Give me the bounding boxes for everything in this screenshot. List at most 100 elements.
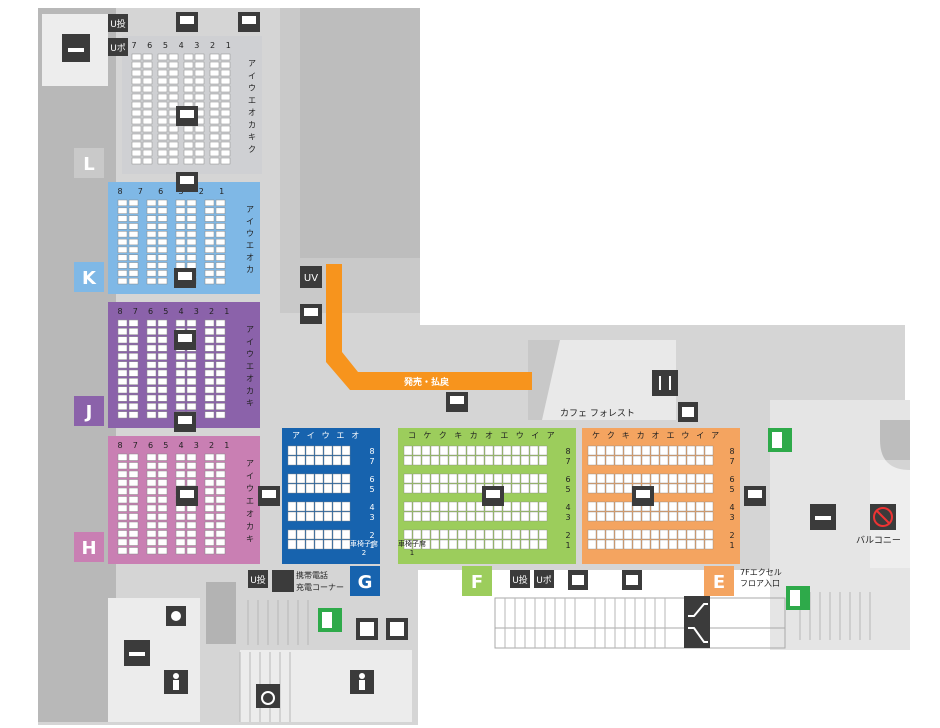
seat[interactable] [287, 473, 297, 484]
seat[interactable] [215, 530, 226, 538]
seat[interactable] [128, 238, 139, 246]
seat[interactable] [314, 455, 324, 466]
seat[interactable] [650, 501, 660, 512]
seat[interactable] [183, 85, 194, 93]
seat[interactable] [194, 149, 205, 157]
seat[interactable] [186, 215, 197, 222]
seat[interactable] [220, 133, 231, 141]
seat[interactable] [168, 125, 179, 133]
seat[interactable] [529, 529, 539, 540]
seat[interactable] [142, 69, 153, 77]
seat[interactable] [142, 117, 153, 125]
seat[interactable] [157, 199, 168, 207]
seat[interactable] [448, 445, 458, 456]
seat[interactable] [641, 511, 651, 522]
seat[interactable] [168, 77, 179, 85]
seat[interactable] [128, 262, 139, 269]
seat[interactable] [142, 61, 153, 69]
seat[interactable] [220, 149, 231, 157]
seat[interactable] [641, 473, 651, 484]
seat[interactable] [146, 411, 157, 419]
block-letter-J[interactable]: J [74, 396, 104, 426]
seat[interactable] [475, 445, 485, 456]
seat[interactable] [341, 511, 351, 522]
seat[interactable] [287, 501, 297, 512]
seat[interactable] [183, 77, 194, 85]
seat[interactable] [131, 133, 142, 141]
seat[interactable] [215, 521, 226, 529]
seat[interactable] [142, 93, 153, 101]
seat[interactable] [605, 473, 615, 484]
u-point-sign-f[interactable]: Uポ [534, 570, 554, 588]
seat[interactable] [605, 455, 615, 466]
seat[interactable] [215, 496, 226, 504]
seat[interactable] [341, 473, 351, 484]
seat[interactable] [502, 483, 512, 494]
seat[interactable] [668, 483, 678, 494]
seat[interactable] [305, 539, 315, 550]
seat[interactable] [146, 254, 157, 261]
seat[interactable] [146, 344, 157, 352]
seat[interactable] [168, 53, 179, 61]
seat[interactable] [484, 445, 494, 456]
seat[interactable] [538, 445, 548, 456]
seat[interactable] [128, 207, 139, 214]
seat[interactable] [175, 254, 186, 261]
seat[interactable] [175, 530, 186, 538]
seat[interactable] [157, 125, 168, 133]
seat[interactable] [128, 336, 139, 344]
seat[interactable] [305, 473, 315, 484]
seat[interactable] [341, 539, 351, 550]
seat[interactable] [117, 538, 128, 546]
seat[interactable] [146, 453, 157, 461]
seat[interactable] [168, 133, 179, 141]
seat[interactable] [128, 411, 139, 419]
seat[interactable] [538, 473, 548, 484]
block-letter-E[interactable]: E [704, 566, 734, 596]
seat[interactable] [215, 344, 226, 352]
seat[interactable] [128, 378, 139, 385]
seat[interactable] [650, 529, 660, 540]
seat[interactable] [183, 133, 194, 141]
seat[interactable] [128, 319, 139, 327]
seat[interactable] [157, 238, 168, 246]
seat[interactable] [157, 479, 168, 487]
seat[interactable] [128, 530, 139, 538]
seat[interactable] [538, 539, 548, 550]
seat[interactable] [128, 231, 139, 238]
seat[interactable] [457, 445, 467, 456]
seat[interactable] [215, 223, 226, 230]
seat[interactable] [457, 483, 467, 494]
seat[interactable] [194, 93, 205, 101]
seat[interactable] [511, 501, 521, 512]
seat[interactable] [215, 369, 226, 377]
seat[interactable] [668, 511, 678, 522]
seat[interactable] [117, 246, 128, 253]
seat[interactable] [175, 207, 186, 214]
seat[interactable] [596, 455, 606, 466]
seat[interactable] [183, 141, 194, 149]
seat[interactable] [215, 238, 226, 246]
seat[interactable] [587, 483, 597, 494]
seat[interactable] [146, 270, 157, 277]
seat[interactable] [186, 538, 197, 546]
seat[interactable] [605, 529, 615, 540]
seat[interactable] [157, 262, 168, 269]
seat[interactable] [632, 445, 642, 456]
seat[interactable] [650, 473, 660, 484]
seat[interactable] [215, 513, 226, 521]
seat[interactable] [403, 483, 413, 494]
seat[interactable] [146, 215, 157, 222]
seat[interactable] [220, 53, 231, 61]
seat[interactable] [529, 511, 539, 522]
seat[interactable] [204, 361, 215, 369]
seat[interactable] [614, 511, 624, 522]
u-point-sign-top[interactable]: Uポ [108, 38, 128, 56]
seat[interactable] [131, 141, 142, 149]
seat[interactable] [287, 483, 297, 494]
block-letter-F[interactable]: F [462, 566, 492, 596]
seat[interactable] [209, 157, 220, 165]
seat[interactable] [668, 529, 678, 540]
seat[interactable] [117, 487, 128, 495]
